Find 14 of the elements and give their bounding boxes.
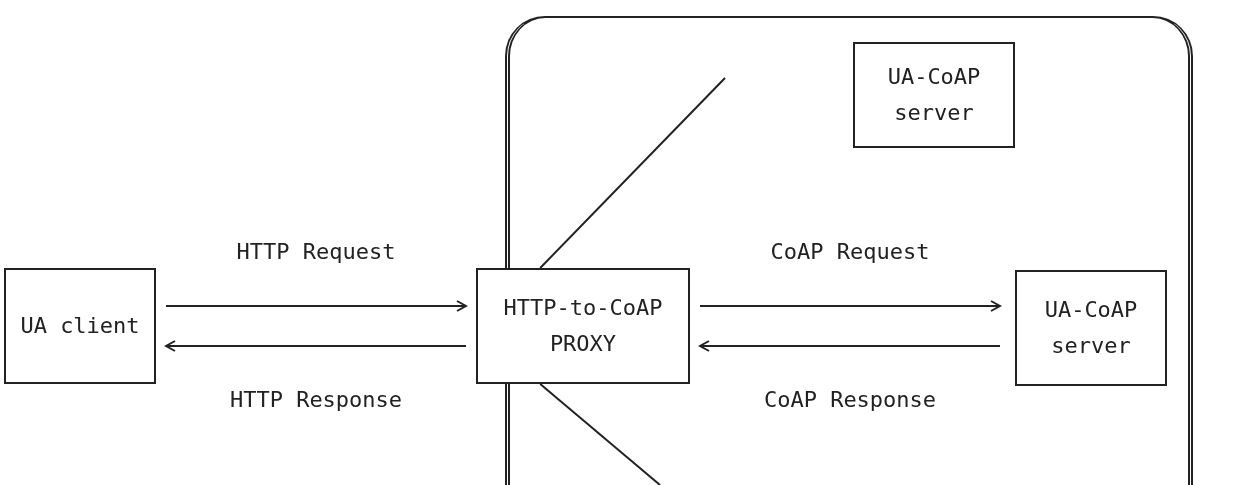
link-line <box>539 383 661 485</box>
arrow <box>165 340 467 352</box>
box-label: UA-CoAP server <box>1043 296 1139 360</box>
box-label: UA-CoAP server <box>886 63 982 127</box>
component-box <box>476 268 690 384</box>
link-line <box>539 77 726 269</box>
box-label: HTTP-to-CoAP PROXY <box>502 294 664 358</box>
box-label: UA client <box>19 312 141 340</box>
component-box <box>4 268 156 384</box>
component-box <box>1015 270 1167 386</box>
arrow <box>699 300 1001 312</box>
component-box <box>853 42 1015 148</box>
arrow <box>699 340 1001 352</box>
arrow <box>165 300 467 312</box>
